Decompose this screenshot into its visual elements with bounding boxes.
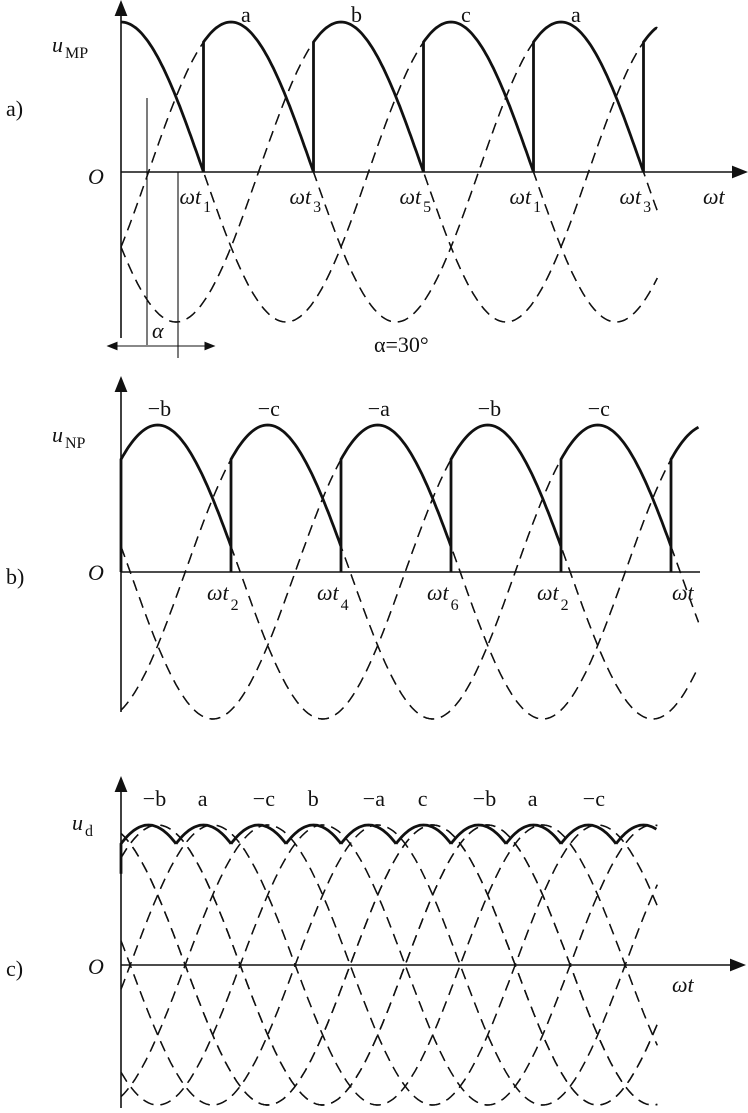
panel-a-origin: O — [88, 164, 104, 189]
panel-b-phase-label: −b — [478, 396, 501, 421]
panel-b-time-mark: ωt2 — [537, 580, 569, 614]
panel-b-phase-wave — [120, 424, 699, 720]
panel-b-phase-label: −a — [368, 396, 390, 421]
panel-c-line-wave — [120, 824, 658, 1106]
panel-c-line-wave — [120, 824, 658, 1106]
panel-a-phase-label: a — [571, 2, 581, 27]
panel-c-label: c) — [6, 956, 23, 981]
panel-c-dashed-line-waves — [120, 824, 658, 1106]
panel-c-x-label: ωt — [672, 972, 695, 997]
panel-c-phase-label: −b — [143, 786, 166, 811]
panel-c-line-wave — [120, 824, 658, 1106]
panel-c-line-wave — [120, 824, 658, 1106]
panel-b-time-marks: ωt2 ωt4 ωt6 ωt2 — [207, 580, 569, 614]
panel-a-phase-wave — [120, 21, 658, 323]
panel-b-phase-wave — [120, 424, 700, 720]
panel-a-output-waveform — [120, 20, 658, 173]
panel-a-x-label: ωt — [703, 184, 726, 209]
panel-b-phase-label: −c — [258, 396, 280, 421]
panel-c-phase-label: −a — [363, 786, 385, 811]
panel-b-phase-label: −b — [148, 396, 171, 421]
panel-b-label: b) — [6, 564, 24, 589]
panel-b-output-waveform — [119, 423, 700, 572]
alpha-symbol: α — [152, 318, 164, 343]
panel-b-time-mark: ωt6 — [427, 580, 459, 614]
panel-c-phase-label: −c — [253, 786, 275, 811]
panel-c-phase-label: a — [528, 786, 538, 811]
panel-a-label: a) — [6, 96, 23, 121]
panel-b-origin: O — [88, 560, 104, 585]
panel-b-x-label: ωt — [672, 580, 695, 605]
panel-b-time-mark: ωt2 — [207, 580, 239, 614]
panel-c-phase-labels: −b a −c b −a c −b a −c — [143, 786, 605, 811]
panel-c-phase-label: c — [418, 786, 428, 811]
panel-c-line-wave — [120, 824, 658, 1106]
panel-c-phase-label: b — [308, 786, 319, 811]
panel-c-line-wave — [120, 824, 658, 1106]
panel-c-origin: O — [88, 954, 104, 979]
panel-b-phase-label: −c — [588, 396, 610, 421]
panel-c-phase-label: −b — [473, 786, 496, 811]
panel-b-phase-labels: −b −c −a −b −c — [148, 396, 610, 421]
panel-c-phase-label: a — [198, 786, 208, 811]
panel-a-phase-label: b — [351, 2, 362, 27]
panel-c-phase-label: −c — [583, 786, 605, 811]
panel-a-phase-label: c — [461, 2, 471, 27]
alpha-value-label: α=30° — [374, 332, 429, 357]
panel-c-output-waveform — [119, 823, 658, 874]
panel-b-time-mark: ωt4 — [317, 580, 349, 614]
panel-a-phase-label: a — [241, 2, 251, 27]
panel-a-phase-wave — [120, 21, 658, 323]
